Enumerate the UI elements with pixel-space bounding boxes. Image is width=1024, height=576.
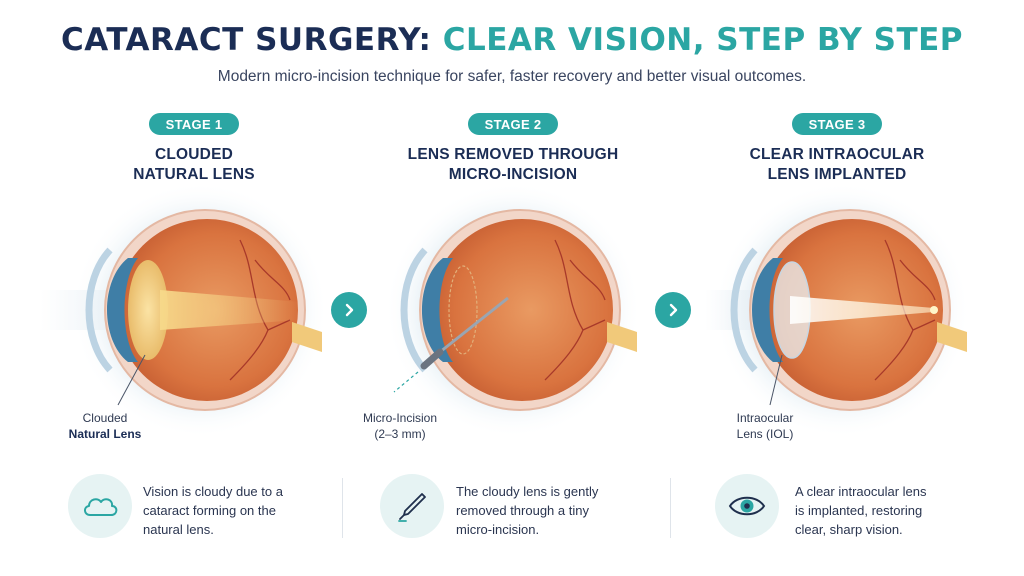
stage-2-badge: STAGE 2 xyxy=(468,113,558,135)
eye-2-vessels xyxy=(544,239,606,381)
footer-1-line2: cataract forming on the xyxy=(143,503,276,518)
stage-3-title-line1: CLEAR INTRAOCULAR xyxy=(749,146,925,163)
footer-2-line3: micro-incision. xyxy=(456,522,540,537)
footer-2-line1: The cloudy lens is gently xyxy=(456,484,599,499)
eye-1-scattered-light xyxy=(160,290,300,330)
stage-3-callout-line2: Lens (IOL) xyxy=(736,427,794,441)
title-primary: CATARACT SURGERY: xyxy=(60,22,432,58)
footer-2-icon-badge xyxy=(380,474,444,538)
eye-3-optic-nerve xyxy=(937,322,967,352)
stage-1-title-line1: CLOUDED xyxy=(154,146,234,163)
eye-2-retina xyxy=(431,219,613,401)
eye-stage-1 xyxy=(40,185,328,438)
footer-3-icon-badge xyxy=(715,474,779,538)
eye-2-empty-capsule xyxy=(448,265,478,355)
cloud-icon xyxy=(84,498,118,516)
footer-1-line3: natural lens. xyxy=(143,522,214,537)
eye-2-probe-handle xyxy=(420,348,444,370)
footer-divider-2 xyxy=(670,478,671,538)
stage-1-title-line2: NATURAL LENS xyxy=(133,166,255,183)
stage-1-callout-line2: Natural Lens xyxy=(68,427,142,441)
stage-2-title-line2: MICRO-INCISION xyxy=(448,166,578,183)
stage-3-title: CLEAR INTRAOCULAR LENS IMPLANTED xyxy=(707,145,967,185)
eye-1-optic-nerve xyxy=(292,322,322,352)
eye-1-callout-line xyxy=(117,354,146,406)
scalpel-icon xyxy=(398,493,426,522)
eye-3-focal-point xyxy=(930,306,938,314)
footer-3-line2: is implanted, restoring xyxy=(795,503,923,518)
footer-1-icon-badge xyxy=(68,474,132,538)
footer-1-line1: Vision is cloudy due to a xyxy=(143,484,283,499)
footer-1-text: Vision is cloudy due to a cataract formi… xyxy=(143,482,323,539)
stage-3-title-line2: LENS IMPLANTED xyxy=(767,166,907,183)
stage-2-title-line1: LENS REMOVED THROUGH xyxy=(407,146,619,163)
eye-icon xyxy=(728,496,766,516)
eye-3-vessels xyxy=(874,239,936,381)
footer-2-text: The cloudy lens is gently removed throug… xyxy=(456,482,636,539)
footer-3-line3: clear, sharp vision. xyxy=(795,522,903,537)
footer-3-text: A clear intraocular lens is implanted, r… xyxy=(795,482,975,539)
eye-3-callout-line xyxy=(769,354,783,406)
stage-3-callout: Intraocular Lens (IOL) xyxy=(710,410,820,442)
eye-1-vessels xyxy=(229,239,291,381)
eye-1-cornea xyxy=(85,247,113,373)
stage-3-badge: STAGE 3 xyxy=(792,113,882,135)
next-stage-arrow-1 xyxy=(331,292,367,328)
stage-1-badge: STAGE 1 xyxy=(149,113,239,135)
eye-1-cloudy-lens xyxy=(128,260,168,360)
stage-1-title: CLOUDED NATURAL LENS xyxy=(64,145,324,185)
eye-2-probe-tip xyxy=(439,296,509,354)
footer-divider-1 xyxy=(342,478,343,538)
eye-1-iris xyxy=(107,258,138,362)
stage-1-callout-line1: Clouded xyxy=(82,411,128,425)
eye-stage-3 xyxy=(705,185,970,438)
page-subtitle: Modern micro-incision technique for safe… xyxy=(217,68,807,85)
eye-diagrams xyxy=(40,185,970,438)
eye-3-focused-light xyxy=(790,296,934,324)
stage-2-callout-line1: Micro-Incision xyxy=(362,411,437,425)
eye-stage-2 xyxy=(385,185,641,438)
footer-2-line2: removed through a tiny xyxy=(456,503,589,518)
eye-2-iris xyxy=(422,258,453,362)
title-accent: CLEAR VISION, STEP BY STEP xyxy=(442,22,964,58)
stage-3-callout-line1: Intraocular xyxy=(736,411,794,425)
stage-2-callout: Micro-Incision (2–3 mm) xyxy=(340,410,460,442)
stage-1-callout: Clouded Natural Lens xyxy=(40,410,170,442)
stage-2-title: LENS REMOVED THROUGH MICRO-INCISION xyxy=(383,145,643,185)
eye-3-cornea xyxy=(730,247,758,373)
eye-2-cornea xyxy=(400,247,428,373)
chevron-right-icon xyxy=(345,303,354,317)
eye-2-callout-line xyxy=(393,371,419,393)
eye-3-iris xyxy=(752,258,783,362)
footer-3-line1: A clear intraocular lens xyxy=(795,484,927,499)
page-title: CATARACT SURGERY: CLEAR VISION, STEP BY … xyxy=(0,22,1024,58)
next-stage-arrow-2 xyxy=(655,292,691,328)
chevron-right-icon xyxy=(669,303,678,317)
stage-2-callout-line2: (2–3 mm) xyxy=(374,427,426,441)
eye-2-optic-nerve xyxy=(607,322,637,352)
